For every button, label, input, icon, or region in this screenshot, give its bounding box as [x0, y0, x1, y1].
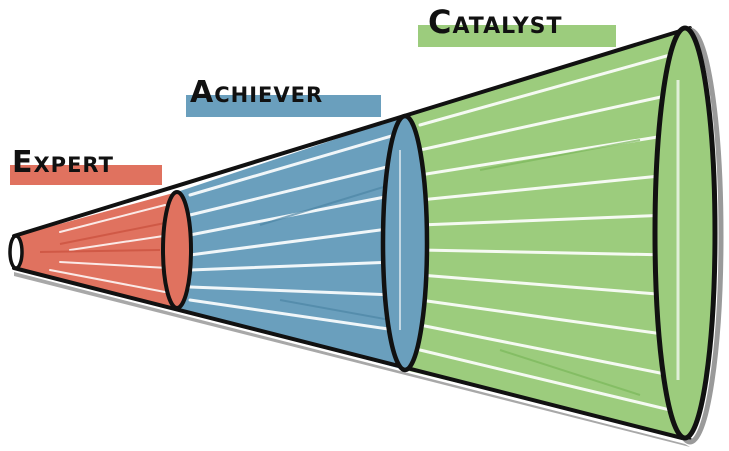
- tip-ring: [8, 234, 24, 270]
- segment-catalyst: [405, 28, 685, 438]
- label-catalyst: Catalyst: [418, 3, 616, 47]
- expert-ring: [161, 190, 193, 310]
- cone-bottom-edge: [12, 266, 692, 442]
- label-expert-text: Expert: [12, 145, 114, 180]
- catalyst-ring: [652, 25, 718, 441]
- segment-achiever: [177, 116, 405, 370]
- cone-shadow: [14, 272, 690, 447]
- label-achiever-band: [186, 95, 381, 117]
- label-achiever: Achiever: [186, 75, 381, 117]
- label-expert-band: [10, 165, 162, 185]
- achiever-ring: [380, 113, 430, 373]
- label-expert: Expert: [10, 145, 162, 185]
- segment-expert: [16, 192, 177, 308]
- label-catalyst-band: [418, 25, 616, 47]
- label-catalyst-text: Catalyst: [428, 3, 563, 41]
- label-achiever-text: Achiever: [190, 75, 324, 110]
- cone-top-edge: [12, 26, 692, 238]
